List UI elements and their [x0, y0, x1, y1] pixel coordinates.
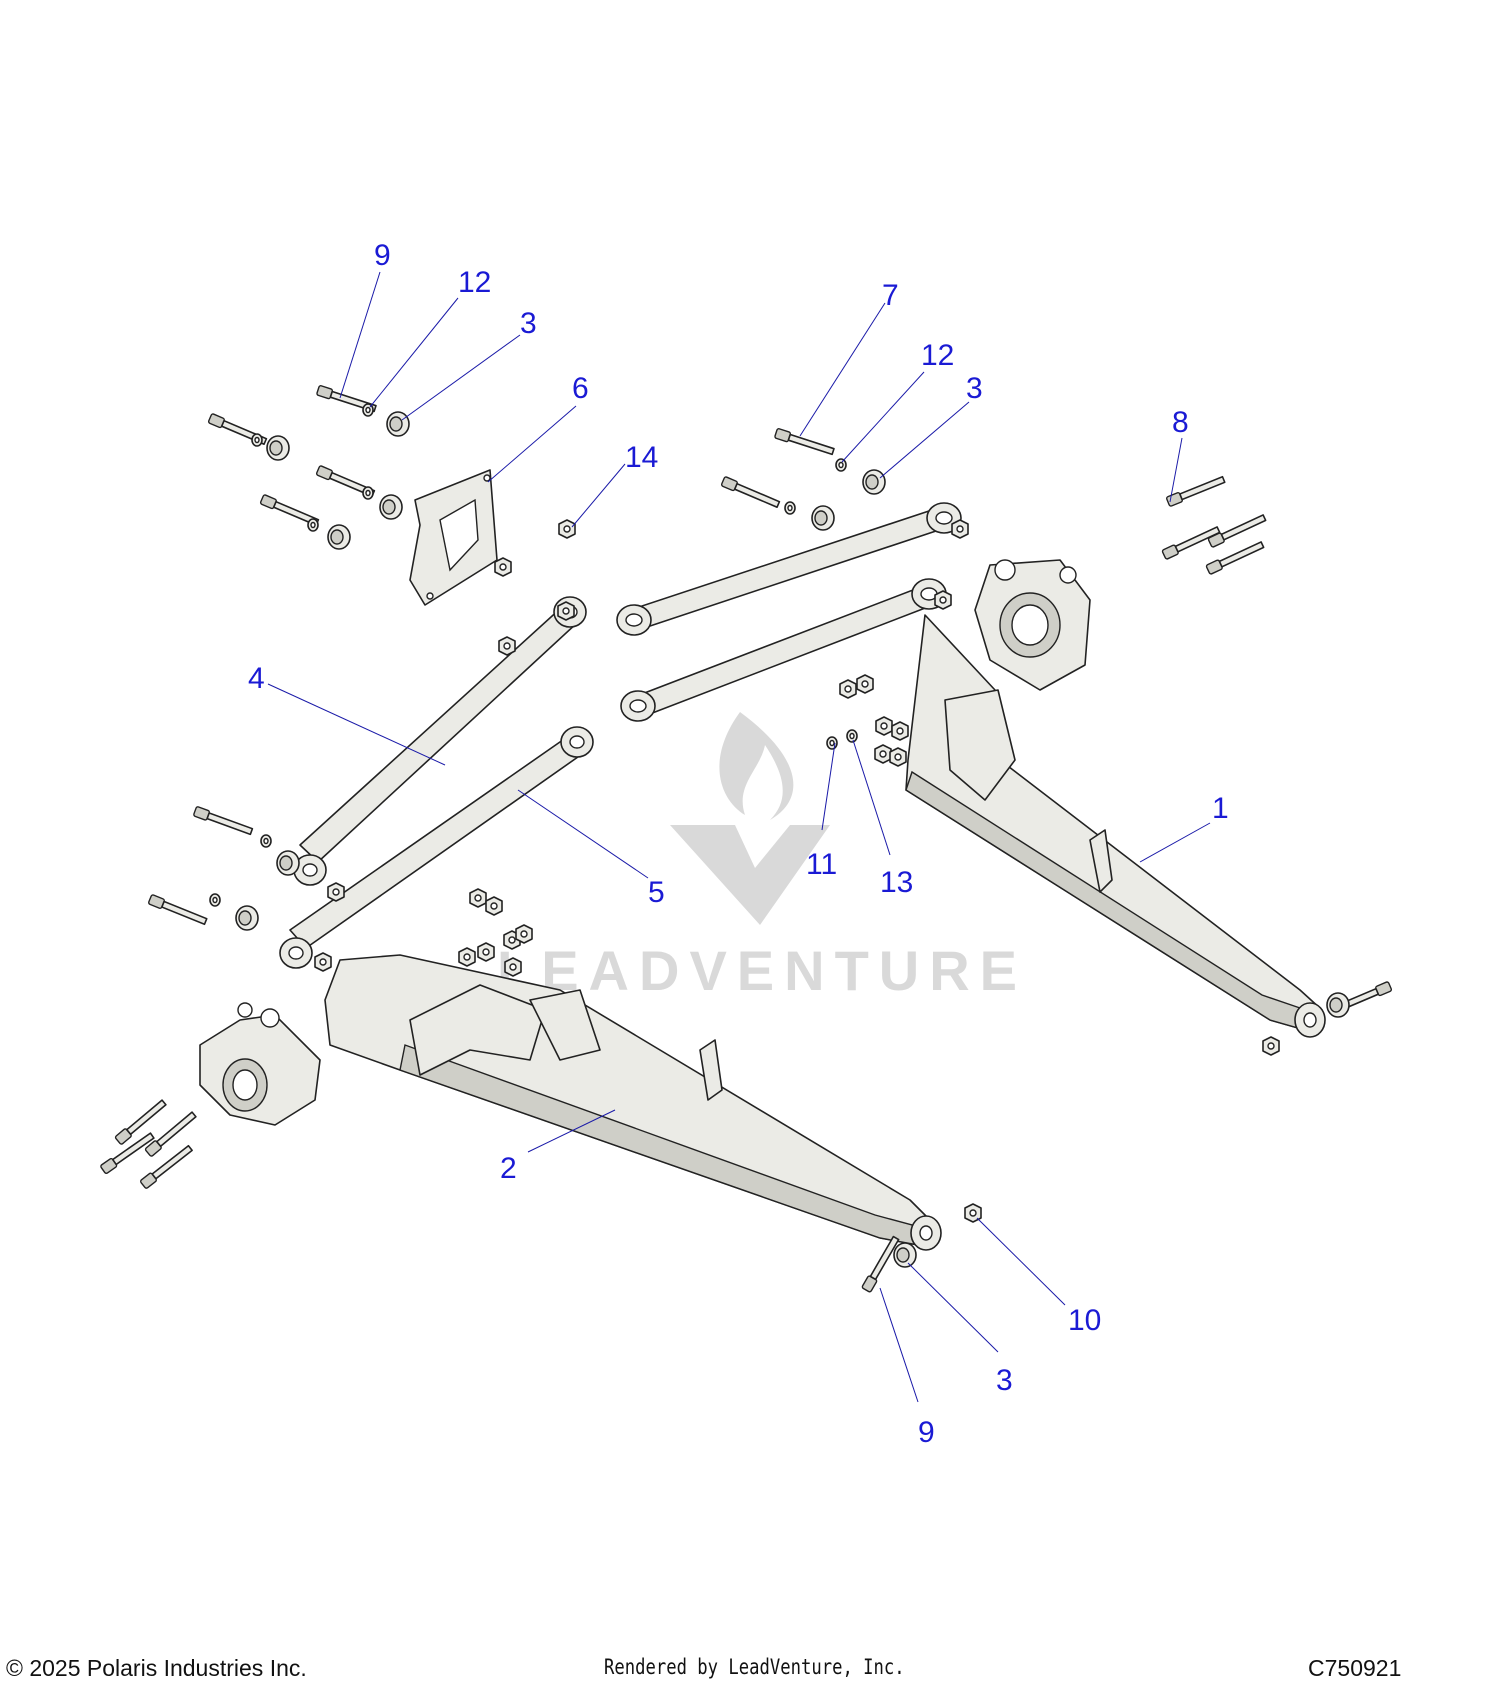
callout-3-right: 3: [966, 372, 983, 405]
callout-11: 11: [806, 848, 837, 881]
callout-9-top: 9: [374, 239, 391, 272]
part-2-trailing-arm: [324, 954, 942, 1251]
callout-3-bottom: 3: [996, 1364, 1013, 1397]
drawing-id: C750921: [1308, 1655, 1402, 1681]
flame-v-logo-icon: [719, 712, 794, 820]
callout-5: 5: [648, 876, 665, 909]
callout-3-left: 3: [520, 307, 537, 340]
callout-14: 14: [625, 441, 658, 474]
callout-9-bottom: 9: [918, 1416, 935, 1449]
lower-right-control-arm: [620, 578, 947, 722]
callout-2: 2: [500, 1152, 517, 1185]
callout-leader-lines: [267, 271, 1211, 1403]
callout-7: 7: [882, 279, 899, 312]
callout-12-left: 12: [458, 266, 491, 299]
callout-13: 13: [880, 866, 913, 899]
callout-6: 6: [572, 372, 589, 405]
part-1-trailing-arm: [905, 614, 1326, 1038]
callout-12-right: 12: [921, 339, 954, 372]
part-5-control-arm: [279, 726, 594, 969]
part-6-bracket-plate: [409, 469, 498, 606]
callout-4: 4: [248, 662, 265, 695]
watermark-text: LEADVENTURE: [497, 939, 1027, 1002]
part-7-upper-control-arm: [616, 502, 962, 636]
right-hub-knuckle: [974, 559, 1091, 691]
rendered-by-credit: Rendered by LeadVenture, Inc.: [604, 1655, 905, 1679]
callout-8: 8: [1172, 406, 1189, 439]
callout-labels: 9 12 3 6 14 7 12 3 8 4 5 11 13 1 2 10 3 …: [248, 239, 1229, 1449]
callout-10: 10: [1068, 1304, 1101, 1337]
callout-1: 1: [1212, 792, 1229, 825]
watermark-logo: LEADVENTURE: [497, 712, 1027, 1002]
left-hub-knuckle: [199, 1002, 321, 1126]
copyright-notice: © 2025 Polaris Industries Inc.: [6, 1655, 307, 1681]
